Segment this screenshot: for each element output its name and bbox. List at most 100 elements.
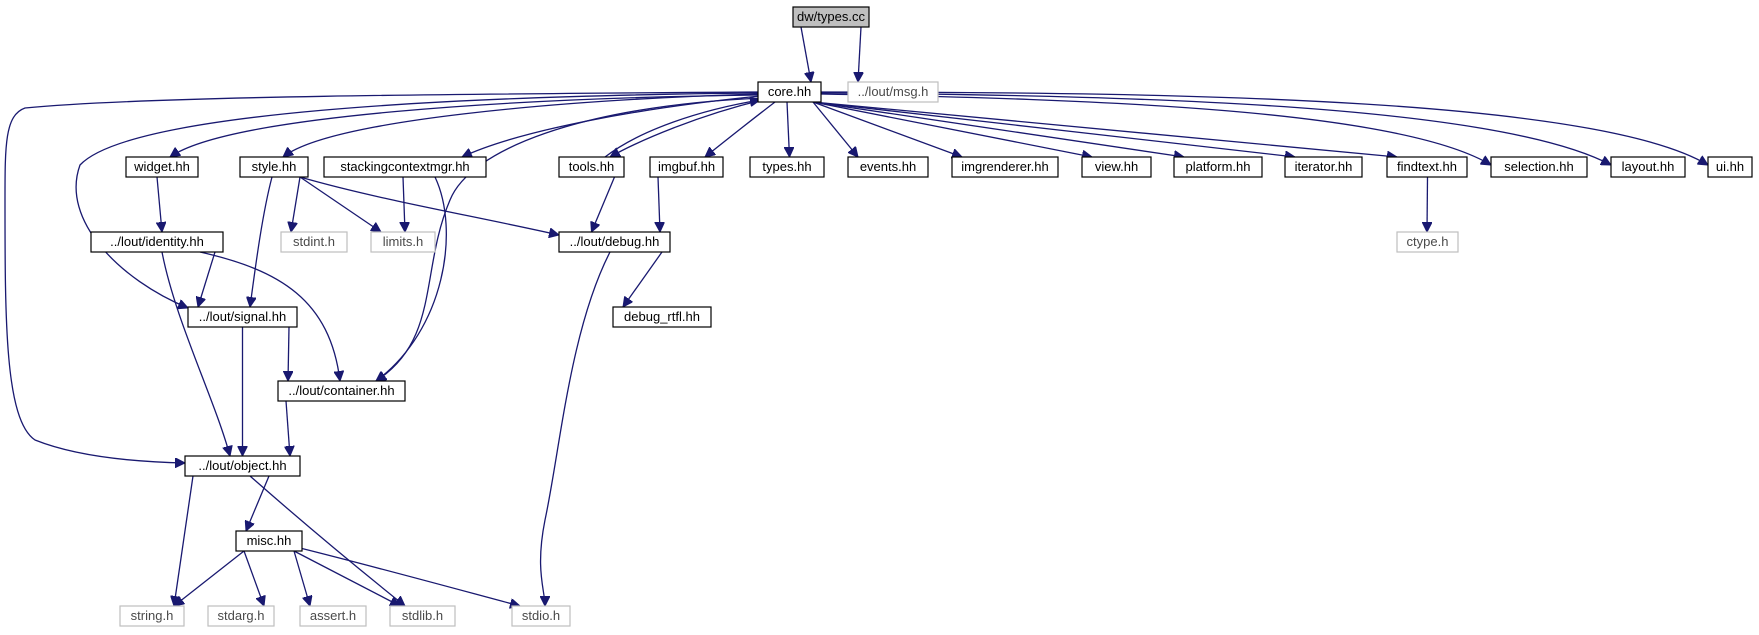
- node-label-stdio: stdio.h: [522, 608, 560, 623]
- edge-core-to-tools: [610, 99, 763, 158]
- node-core[interactable]: core.hh: [757, 81, 822, 103]
- edge-debug-to-debug_rtfl: [623, 251, 663, 307]
- edge-imgbuf-to-debug: [658, 176, 660, 232]
- node-label-debug_rtfl: debug_rtfl.hh: [624, 309, 700, 324]
- node-selection[interactable]: selection.hh: [1490, 156, 1588, 178]
- nodes-layer: dw/types.cc core.hh ../lout/msg.h widget.hh…: [90, 6, 1753, 627]
- edge-core-to-container: [376, 97, 763, 381]
- node-label-signal: ../lout/signal.hh: [199, 309, 286, 324]
- node-ctype: ctype.h: [1396, 231, 1459, 253]
- edge-core-to-platform: [812, 101, 1184, 157]
- node-tools[interactable]: tools.hh: [558, 156, 625, 178]
- node-imgrenderer[interactable]: imgrenderer.hh: [951, 156, 1059, 178]
- node-ui[interactable]: ui.hh: [1707, 156, 1753, 178]
- edge-object-to-string: [174, 475, 194, 606]
- edge-core-to-scm: [462, 95, 761, 157]
- node-label-misc: misc.hh: [247, 533, 292, 548]
- node-label-msg: ../lout/msg.h: [858, 84, 929, 99]
- edge-identity-to-signal: [198, 251, 216, 307]
- node-box-widget: [125, 156, 199, 178]
- node-object[interactable]: ../lout/object.hh: [184, 455, 301, 477]
- node-box-identity: [90, 231, 224, 253]
- node-stdlib: stdlib.h: [389, 605, 456, 627]
- node-label-scm: stackingcontextmgr.hh: [340, 159, 469, 174]
- node-iterator[interactable]: iterator.hh: [1284, 156, 1363, 178]
- node-stdint: stdint.h: [280, 231, 348, 253]
- edge-root-to-msg: [858, 26, 861, 82]
- edge-core-to-signal: [75, 92, 759, 308]
- node-string: string.h: [119, 605, 185, 627]
- node-label-identity: ../lout/identity.hh: [110, 234, 204, 249]
- edge-core-to-events: [812, 101, 858, 157]
- edge-core-to-imgbuf: [705, 101, 776, 157]
- edge-identity-to-object: [161, 251, 230, 456]
- node-box-core: [757, 81, 822, 103]
- node-box-limits: [370, 231, 436, 253]
- node-box-msg: [847, 81, 939, 103]
- node-scm[interactable]: stackingcontextmgr.hh: [323, 156, 487, 178]
- node-box-string: [119, 605, 185, 627]
- node-box-selection: [1490, 156, 1588, 178]
- node-box-findtext: [1386, 156, 1468, 178]
- node-box-signal: [187, 306, 298, 328]
- node-label-object: ../lout/object.hh: [198, 458, 286, 473]
- node-box-ctype: [1396, 231, 1459, 253]
- node-findtext[interactable]: findtext.hh: [1386, 156, 1468, 178]
- edge-widget-to-identity: [157, 176, 162, 232]
- node-layout[interactable]: layout.hh: [1610, 156, 1686, 178]
- node-label-stdlib: stdlib.h: [402, 608, 443, 623]
- node-imgbuf[interactable]: imgbuf.hh: [649, 156, 724, 178]
- edge-core-to-layout: [819, 92, 1611, 166]
- node-signal[interactable]: ../lout/signal.hh: [187, 306, 298, 328]
- node-platform[interactable]: platform.hh: [1173, 156, 1263, 178]
- node-misc[interactable]: misc.hh: [235, 530, 303, 552]
- node-debug[interactable]: ../lout/debug.hh: [558, 231, 671, 253]
- node-label-events: events.hh: [860, 159, 916, 174]
- node-label-tools: tools.hh: [569, 159, 615, 174]
- node-label-iterator: iterator.hh: [1295, 159, 1353, 174]
- node-label-style: style.hh: [252, 159, 297, 174]
- node-label-types: types.hh: [762, 159, 811, 174]
- node-root[interactable]: dw/types.cc: [792, 6, 870, 28]
- node-identity[interactable]: ../lout/identity.hh: [90, 231, 224, 253]
- edge-style-to-stdint: [291, 176, 301, 232]
- node-debug_rtfl[interactable]: debug_rtfl.hh: [612, 306, 712, 328]
- node-box-object: [184, 455, 301, 477]
- node-box-platform: [1173, 156, 1263, 178]
- node-widget[interactable]: widget.hh: [125, 156, 199, 178]
- node-box-assert: [299, 605, 367, 627]
- node-box-root: [792, 6, 870, 28]
- node-assert: assert.h: [299, 605, 367, 627]
- edge-core-to-selection: [819, 93, 1491, 165]
- node-box-ui: [1707, 156, 1753, 178]
- edge-scm-to-container: [376, 176, 447, 381]
- node-box-misc: [235, 530, 303, 552]
- edge-misc-to-assert: [293, 550, 310, 606]
- node-box-scm: [323, 156, 487, 178]
- node-label-ui: ui.hh: [1716, 159, 1744, 174]
- node-box-debug: [558, 231, 671, 253]
- node-box-stdio: [511, 605, 571, 627]
- node-box-container: [277, 380, 406, 402]
- edge-core-to-findtext: [812, 101, 1397, 157]
- node-label-debug: ../lout/debug.hh: [570, 234, 660, 249]
- node-limits: limits.h: [370, 231, 436, 253]
- node-container[interactable]: ../lout/container.hh: [277, 380, 406, 402]
- node-events[interactable]: events.hh: [847, 156, 929, 178]
- node-stdarg: stdarg.h: [207, 605, 275, 627]
- node-stdio: stdio.h: [511, 605, 571, 627]
- node-style[interactable]: style.hh: [239, 156, 309, 178]
- node-types[interactable]: types.hh: [749, 156, 825, 178]
- node-label-selection: selection.hh: [1504, 159, 1573, 174]
- edge-signal-to-container: [288, 326, 289, 381]
- node-box-stdlib: [389, 605, 456, 627]
- node-view[interactable]: view.hh: [1081, 156, 1152, 178]
- node-box-layout: [1610, 156, 1686, 178]
- edge-style-to-debug: [299, 176, 559, 235]
- node-label-imgbuf: imgbuf.hh: [658, 159, 715, 174]
- node-label-imgrenderer: imgrenderer.hh: [961, 159, 1048, 174]
- edge-debug-to-stdio: [539, 251, 611, 606]
- edge-misc-to-stdarg: [243, 550, 264, 606]
- edge-core-to-types: [787, 101, 790, 157]
